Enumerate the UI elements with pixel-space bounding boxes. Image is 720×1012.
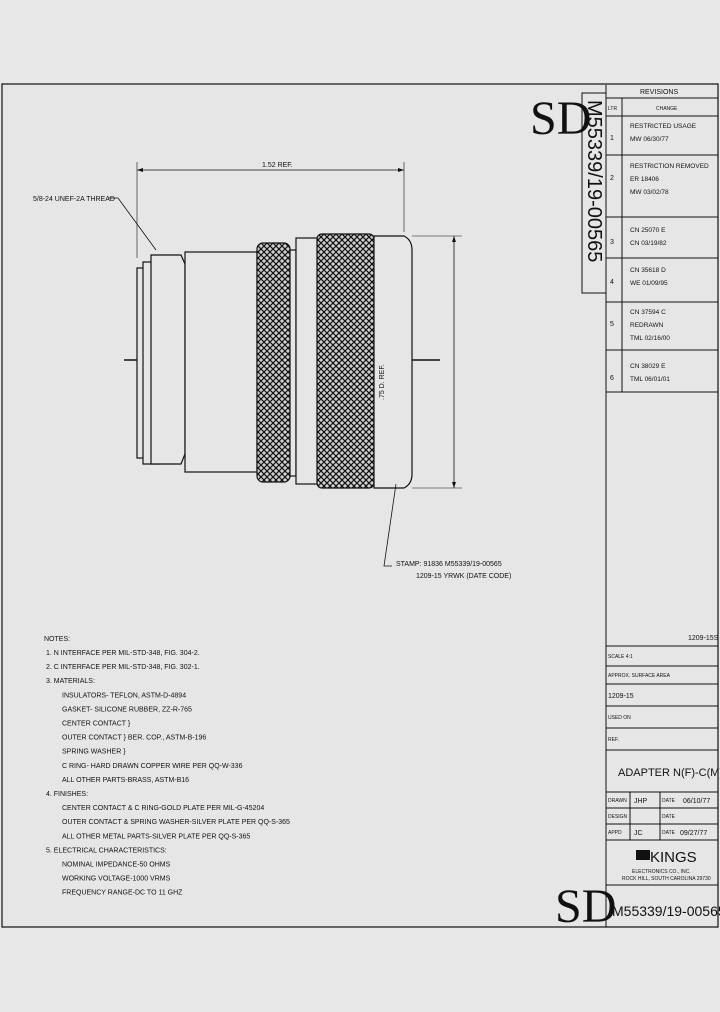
note-line: 2. C INTERFACE PER MIL-STD-348, FIG. 302… bbox=[46, 664, 200, 671]
surface-label: APPROX. SURFACE AREA bbox=[608, 673, 671, 679]
knurl-ring-small bbox=[256, 242, 291, 483]
stamp-line1: STAMP: 91836 M55339/19-00565 bbox=[396, 561, 502, 568]
sheet-border bbox=[1, 83, 719, 928]
thread-label: 5/8-24 UNEF-2A THREAD bbox=[33, 196, 115, 203]
revision-line: MW 06/30/77 bbox=[630, 136, 669, 143]
revision-line: WE 01/09/95 bbox=[630, 280, 668, 287]
company-line1: ELECTRONICS CO., INC. bbox=[632, 869, 691, 875]
note-line: 1. N INTERFACE PER MIL-STD-348, FIG. 304… bbox=[46, 650, 200, 657]
kings-logo-icon bbox=[636, 850, 650, 860]
note-line: GASKET- SILICONE RUBBER, ZZ-R-765 bbox=[62, 706, 192, 713]
sd-mark-top: SD bbox=[530, 92, 591, 145]
note-line: ALL OTHER PARTS-BRASS, ASTM-B16 bbox=[62, 777, 189, 784]
revision-line: CN 37594 C bbox=[630, 309, 666, 316]
note-line: WORKING VOLTAGE-1000 VRMS bbox=[62, 876, 171, 883]
note-line: 5. ELECTRICAL CHARACTERISTICS: bbox=[46, 847, 167, 854]
revision-line: TML 02/16/00 bbox=[630, 335, 670, 342]
scale-label: SCALE 4:1 bbox=[608, 654, 633, 660]
revision-number: 5 bbox=[610, 321, 614, 328]
note-line: OUTER CONTACT & SPRING WASHER-SILVER PLA… bbox=[62, 819, 290, 826]
revision-line: RESTRICTION REMOVED bbox=[630, 163, 709, 170]
part-number-vertical: M55339/19-00565 bbox=[583, 100, 605, 262]
note-line: SPRING WASHER } bbox=[62, 749, 126, 756]
part-ref: 1209-15 bbox=[608, 693, 634, 700]
note-line: 4. FINISHES: bbox=[46, 791, 88, 798]
connector-drawing bbox=[124, 233, 440, 489]
revision-line: CN 38029 E bbox=[630, 363, 666, 370]
note-line: NOMINAL IMPEDANCE-50 OHMS bbox=[62, 862, 171, 869]
sd-mark-bottom: SD bbox=[555, 880, 616, 933]
note-line: CENTER CONTACT } bbox=[62, 721, 131, 728]
revision-number: 3 bbox=[610, 239, 614, 246]
revisions-table: REVISIONS LTR CHANGE 1 RESTRICTED USAGE MW… bbox=[605, 85, 718, 927]
revision-number: 6 bbox=[610, 375, 614, 382]
stamp-line2: 1209-15 YRWK (DATE CODE) bbox=[416, 573, 511, 580]
note-line: ALL OTHER METAL PARTS-SILVER PLATE PER Q… bbox=[62, 833, 250, 840]
revision-line: MW 03/02/78 bbox=[630, 189, 669, 196]
note-line: OUTER CONTACT } BER. COP., ASTM-B-196 bbox=[62, 735, 206, 742]
diameter-dim: .75 D. REF. bbox=[379, 364, 386, 400]
company-line2: ROCK HILL, SOUTH CAROLINA 29730 bbox=[622, 876, 711, 882]
revision-number: 1 bbox=[610, 135, 614, 142]
revisions-col-ltr: LTR bbox=[608, 106, 617, 112]
revision-line: REDRAWN bbox=[630, 322, 664, 329]
revision-line: CN 25070 E bbox=[630, 227, 666, 234]
design-date-label: DATE bbox=[662, 814, 676, 820]
revision-number: 2 bbox=[610, 175, 614, 182]
note-line: 3. MATERIALS: bbox=[46, 678, 95, 685]
drawing-title: ADAPTER N(F)-C(M) bbox=[618, 767, 720, 779]
appd-by: JC bbox=[634, 830, 643, 837]
knurl-nut-large bbox=[316, 233, 375, 489]
drawn-date: 06/10/77 bbox=[683, 798, 710, 805]
revision-line: CN 03/19/82 bbox=[630, 240, 667, 247]
company-name: KINGS bbox=[650, 849, 697, 866]
notes: NOTES: 1. N INTERFACE PER MIL-STD-348, F… bbox=[44, 636, 290, 897]
dimensions: 1.52 REF. .75 D. REF. 5/8-24 UNEF-2A THR… bbox=[33, 162, 511, 580]
revisions-col-change: CHANGE bbox=[656, 106, 678, 112]
note-line: FREQUENCY RANGE-DC TO 11 GHZ bbox=[62, 890, 183, 897]
used-on-label: USED ON bbox=[608, 715, 631, 721]
revision-line: TML 06/01/01 bbox=[630, 376, 670, 383]
appd-date-label: DATE bbox=[662, 830, 676, 836]
drawn-date-label: DATE bbox=[662, 798, 676, 804]
appd-label: APPD bbox=[608, 830, 622, 836]
ref-label: REF. bbox=[608, 737, 619, 743]
drawn-by: JHP bbox=[634, 798, 648, 805]
revision-number: 4 bbox=[610, 279, 614, 286]
revisions-title: REVISIONS bbox=[640, 89, 678, 96]
title-block: 1209-15S SCALE 4:1 APPROX. SURFACE AREA … bbox=[606, 635, 720, 919]
note-line: CENTER CONTACT & C RING-GOLD PLATE PER M… bbox=[62, 805, 264, 812]
note-line: C RING- HARD DRAWN COPPER WIRE PER QQ-W-… bbox=[62, 763, 243, 770]
revision-line: ER 18406 bbox=[630, 176, 659, 183]
revision-line: RESTRICTED USAGE bbox=[630, 123, 697, 130]
note-line: INSULATORS- TEFLON, ASTM-D-4894 bbox=[62, 692, 186, 699]
length-dim: 1.52 REF. bbox=[262, 162, 293, 169]
ref-number: 1209-15S bbox=[688, 635, 719, 642]
appd-date: 09/27/77 bbox=[680, 830, 707, 837]
drawn-label: DRAWN bbox=[608, 798, 627, 804]
bottom-part-number: M55339/19-00565 bbox=[612, 903, 720, 919]
design-label: DESIGN bbox=[608, 814, 628, 820]
revision-line: CN 35618 D bbox=[630, 267, 666, 274]
notes-title: NOTES: bbox=[44, 636, 70, 643]
